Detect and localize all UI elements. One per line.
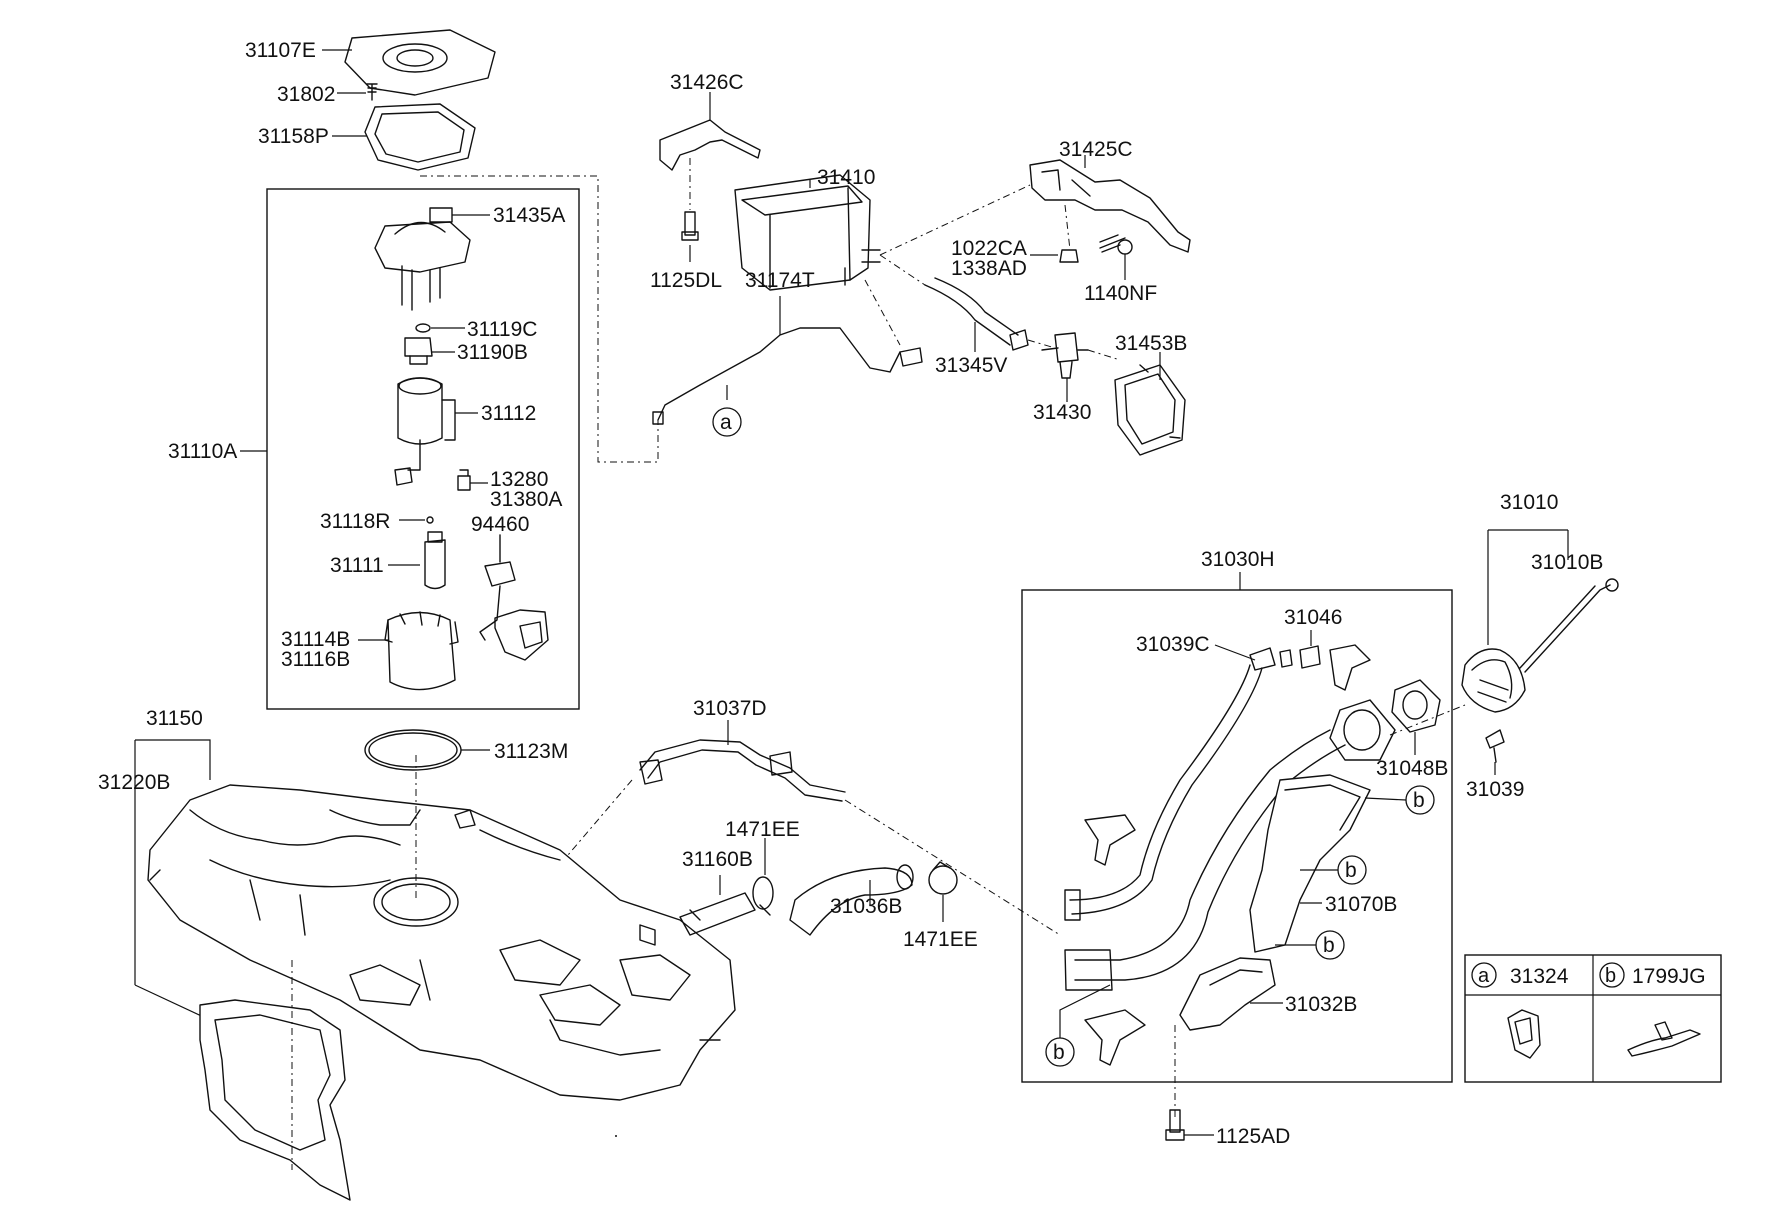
label-31032B: 31032B [1285,993,1357,1016]
label-31010: 31010 [1500,491,1558,514]
cover-plate-31107E [344,29,496,96]
label-31345V: 31345V [935,354,1007,377]
svg-text:b: b [1323,934,1335,957]
fuel-filter-31112 [397,377,443,445]
lock-ring-31158P [364,103,476,171]
label-1125DL: 1125DL [650,269,722,292]
filler-neck [1074,729,1331,961]
legend-table: a 31324 b 1799JG [1464,954,1722,1083]
fuel-tank-31150 [147,784,736,1101]
vapor-hose-31345V [924,277,1019,346]
callout-a-vapor [712,407,742,437]
label-31118R: 31118R [320,510,390,533]
legend-b-circle [1599,962,1625,988]
vent-tube-31037D [639,739,846,793]
label-31110A: 31110A [168,440,237,463]
filler-neck-box-31030H [1021,589,1453,1083]
label-31048B: 31048B [1376,757,1448,780]
label-31430: 31430 [1033,401,1091,424]
label-1471EE-bottom: 1471EE [903,928,978,951]
bracket-31032B [1179,957,1276,1031]
level-sender-94460 [484,561,516,587]
clamp-1471EE-bottom [928,865,958,895]
clamp-1471EE-top [752,876,774,910]
cover-plate-hole [382,43,448,73]
filler-hose-group: 31037D 31160B 1471EE 31036B 1471EE [567,697,1061,951]
label-31070B: 31070B [1325,893,1397,916]
gasket-31123M [364,729,462,771]
label-31150: 31150 [146,707,203,730]
label-31036B: 31036B [830,895,902,918]
fuel-cap-31010 [1461,648,1526,713]
pump-module-box-31110A [266,188,580,710]
label-31111: 31111 [330,554,384,577]
svg-text:b: b [1053,1041,1065,1064]
label-31453B: 31453B [1115,332,1187,355]
fuel-pump-31111 [424,539,446,590]
fuel-pump-module-group: 31107E 31802 31158P 31110A 31435A 31119C… [168,29,580,710]
pump-flange [374,221,471,273]
filler-neck-assy-group: 31030H 31039C 31046 31048B 31 [1021,548,1466,1148]
label-31039C: 31039C [1136,633,1210,656]
vapor-tube-31174T [657,327,901,421]
legend-clip-a-icon [1507,1009,1541,1059]
gasket-31048B [1391,679,1441,733]
shield-31070B [1249,774,1371,953]
label-31410: 31410 [817,166,875,189]
label-13280: 13280 [490,468,548,491]
breather-31160B [679,892,756,936]
label-31046: 31046 [1284,606,1342,629]
svg-text:b: b [1413,789,1425,812]
label-31802: 31802 [277,83,335,106]
label-31425C: 31425C [1059,138,1133,161]
label-31435A: 31435A [493,204,565,227]
label-31123M: 31123M [494,740,568,763]
label-1338AD: 1338AD [951,257,1027,280]
legend-b-part: 1799JG [1632,965,1706,988]
reservoir-31114B [387,611,456,691]
label-31112: 31112 [481,402,536,425]
label-31116B: 31116B [281,648,350,671]
label-1022CA: 1022CA [951,237,1027,260]
bracket-31425C [1029,159,1191,253]
vent-hose [1069,664,1251,901]
label-31039: 31039 [1466,778,1524,801]
label-31174T: 31174T [745,269,815,292]
label-1140NF: 1140NF [1084,282,1157,305]
label-31190B: 31190B [457,341,528,364]
label-31030H: 31030H [1201,548,1275,571]
label-94460: 94460 [471,513,529,536]
label-31160B: 31160B [682,848,753,871]
fuel-tank-group: 31150 31220B 31123M [98,707,736,1201]
label-31158P: 31158P [258,125,329,148]
label-31107E: 31107E [245,39,316,62]
filler-hose-31036B [789,867,913,936]
heat-shield-31220B [199,999,351,1201]
label-31037D: 31037D [693,697,767,720]
svg-text:b: b [1345,859,1357,882]
legend-a-letter: a [1478,965,1490,987]
legend-a-part: 31324 [1510,965,1569,988]
canister-31410 [734,174,871,291]
canister-group: 31426C 1125DL 31410 31425C 1022CA 1338AD… [650,71,1191,456]
callout-a-letter: a [720,411,732,434]
label-31010B: 31010B [1531,551,1603,574]
label-1471EE-top: 1471EE [725,818,800,841]
valve-31430 [1054,332,1079,379]
bracket-31426C [659,119,761,171]
label-31114B: 31114B [281,628,350,651]
fuel-cap-group: 31010 31010B 31039 [1461,491,1619,801]
label-1125AD: 1125AD [1216,1125,1290,1148]
label-31380A: 31380A [490,488,562,511]
label-31220B: 31220B [98,771,170,794]
label-31426C: 31426C [670,71,744,94]
legend-b-letter: b [1605,965,1616,987]
legend-a-circle [1471,962,1497,988]
legend-tie-b-icon [1627,1029,1701,1057]
label-31119C: 31119C [467,318,537,341]
